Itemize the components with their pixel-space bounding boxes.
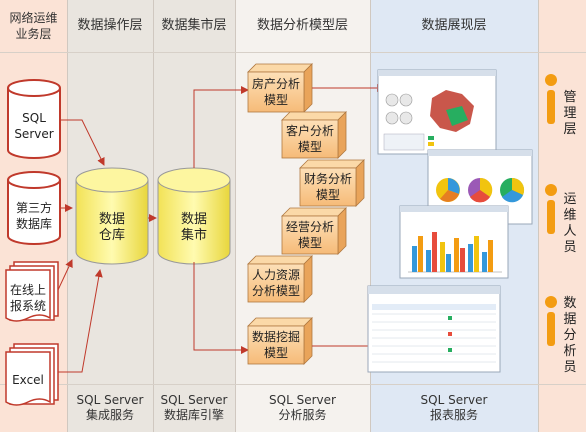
source-excel-label: Excel — [12, 373, 44, 387]
model-finance-label: 财务分析 模型 — [303, 172, 352, 202]
role-manager-label: 管理层 — [563, 90, 577, 137]
source-online-label: 在线上 报系统 — [9, 283, 46, 313]
model-box-finance — [299, 159, 365, 207]
data-mart-label: 数据 集市 — [180, 212, 207, 243]
source-excel-docs — [5, 343, 59, 406]
source-sqlserver-label: SQL Server — [14, 111, 54, 141]
source-online-docs — [5, 261, 59, 322]
report-thumbnail-table — [367, 285, 501, 373]
roles-column — [538, 0, 586, 432]
model-box-customer — [281, 111, 347, 159]
model-operations-label: 经营分析 模型 — [285, 220, 334, 250]
model-box-operations — [281, 207, 347, 255]
model-box-datamining — [247, 317, 313, 365]
header-etl: 数据操作层 — [77, 18, 143, 33]
model-property-label: 房产分析 模型 — [251, 77, 300, 107]
footer-present: SQL Server 报表服务 — [420, 393, 488, 422]
analyst-person-icon — [545, 296, 557, 346]
header-mart: 数据集市层 — [161, 18, 227, 33]
footer-mart: SQL Server 数据库引擎 — [160, 393, 228, 422]
data-warehouse-label: 数据 仓库 — [98, 212, 125, 243]
source-sqlserver-cylinder — [7, 79, 61, 159]
model-box-hr — [247, 255, 313, 303]
model-box-property — [247, 63, 313, 113]
report-thumbnail-dashboard — [377, 69, 497, 155]
manager-person-icon — [545, 74, 557, 124]
role-analyst-label: 数据分析员 — [563, 296, 577, 375]
footer-analysis: SQL Server 分析服务 — [269, 393, 336, 422]
header-ops: 网络运维 业务层 — [9, 11, 58, 41]
ops-person-icon — [545, 184, 557, 234]
header-present: 数据展现层 — [421, 18, 487, 33]
header-analysis: 数据分析模型层 — [256, 18, 348, 33]
model-datamining-label: 数据挖掘 模型 — [251, 330, 300, 360]
data-warehouse-cylinder — [75, 167, 149, 265]
model-customer-label: 客户分析 模型 — [285, 124, 334, 154]
report-thumbnail-bars — [399, 205, 509, 279]
source-thirdparty-label: 第三方 数据库 — [15, 201, 52, 231]
source-thirdparty-cylinder — [7, 171, 61, 245]
role-ops-label: 运维人员 — [563, 192, 577, 255]
footer-etl: SQL Server 集成服务 — [76, 393, 144, 422]
model-hr-label: 人力资源 分析模型 — [251, 268, 300, 298]
